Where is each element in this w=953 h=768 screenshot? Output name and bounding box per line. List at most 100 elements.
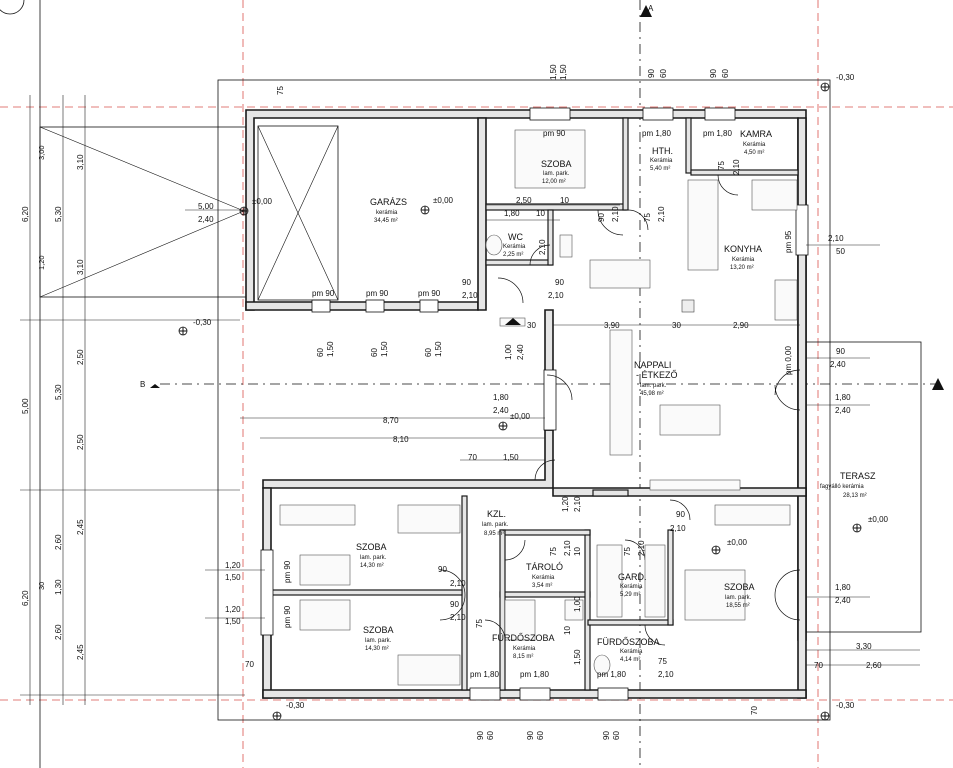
dim-810: 8,10 [393, 435, 409, 444]
door-swing-entrance [546, 374, 573, 401]
dim-int-250: 2,50 [516, 196, 532, 205]
pm-pantry: pm 1,80 [703, 129, 732, 138]
dim-int-210-bed: 2,10 [611, 206, 620, 222]
dim-west-120a: 1,20 [225, 561, 241, 570]
kitchen-sink [751, 179, 798, 211]
room-name-bedroom-w2: SZOBA [363, 625, 394, 635]
pm-kitchen: pm 95 [784, 230, 793, 253]
pm-garage-2: pm 90 [366, 289, 389, 298]
level-se: -0,30 [836, 701, 855, 710]
level-bedroom-e: ±0,00 [727, 538, 748, 547]
dim-hall-100: 1,00 [504, 344, 513, 360]
pm-living: pm 0,00 [784, 346, 793, 375]
garage-south-wall [245, 301, 479, 311]
dim-top-win-4: 60 [659, 69, 668, 78]
hth-west-wall [622, 117, 629, 211]
window-hall-east [543, 369, 557, 431]
pantry-south-wall [690, 169, 799, 176]
dim-int-wc-210: 2,10 [538, 239, 547, 255]
coffee-table [659, 404, 721, 436]
door-swing-bedroom-w2 [439, 594, 466, 621]
bedroom-w-east-wall [461, 495, 468, 691]
dim-left-mid-4: 5,30 [54, 384, 63, 400]
dim-int-10b: 10 [536, 209, 545, 218]
level-garage-entry: ±0,00 [252, 197, 273, 206]
dim-entry-240: 2,40 [493, 406, 509, 415]
dim-int-210-hth: 2,10 [657, 206, 666, 222]
pm-bath2: pm 1,80 [597, 670, 626, 679]
dim-int-90-bed: 90 [597, 213, 606, 222]
bath1-north-wall [499, 591, 591, 598]
window-bedroom-top [529, 107, 571, 121]
storage-north-wall [499, 529, 591, 536]
dim-int-180: 1,80 [504, 209, 520, 218]
dim-left-inner-1: 3,10 [76, 154, 85, 170]
room-area-hall: 8,95 m² [484, 531, 504, 537]
carport-outline [39, 126, 247, 298]
window-bath1-a [469, 687, 501, 701]
dim-kzl-120: 1,20 [561, 496, 570, 512]
roof-eave-outline [217, 79, 831, 721]
room-name-hall: KZL. [487, 509, 506, 519]
dim-bath2-210: 2,10 [658, 670, 674, 679]
window-garage-3 [419, 299, 439, 313]
level-marker-icon [820, 711, 830, 721]
dim-west-120b: 1,20 [225, 605, 241, 614]
door-swing-pantry [717, 174, 739, 196]
dim-top-win-3: 90 [647, 69, 656, 78]
wc-south-wall [485, 259, 553, 266]
dim-bottom-win-1: 90 [476, 731, 485, 740]
room-area-terrace: 28,13 m² [843, 493, 867, 499]
dim-right-210: 2,10 [828, 234, 844, 243]
door-swing-terrace-2 [774, 384, 801, 411]
door-swing-bedroom-e-1 [774, 569, 801, 596]
room-area-bedroom-w2: 14,30 m² [365, 646, 389, 652]
window-kitchen [795, 204, 809, 256]
section-b-marker-right-icon [932, 378, 944, 390]
room-material-bedroom-e: lam. park. [725, 595, 752, 601]
grid-bubble [0, 0, 25, 15]
dim-right-70b: 70 [750, 706, 759, 715]
room-name-living-2: - ÉTKEZŐ [636, 370, 678, 380]
room-area-garage: 34,45 m² [374, 218, 398, 224]
room-name-bedroom-e: SZOBA [724, 582, 755, 592]
carport-diagonal-2 [39, 210, 245, 298]
pm-bath1-a: pm 1,80 [470, 670, 499, 679]
room-name-pantry: KAMRA [740, 129, 772, 139]
dim-70: 70 [468, 453, 477, 462]
dim-right-90: 90 [836, 347, 845, 356]
dim-right-260: 2,60 [866, 661, 882, 670]
window-hth [642, 107, 674, 121]
door-swing-bath2 [644, 624, 666, 646]
shower [564, 599, 584, 621]
level-sw: -0,30 [286, 701, 305, 710]
room-area-wc: 2,25 m² [503, 252, 523, 258]
dim-int-75-pantry: 75 [717, 161, 726, 170]
section-b-marker-left-icon [150, 384, 160, 388]
dim-right-180b: 1,80 [835, 583, 851, 592]
pm-hth: pm 1,80 [642, 129, 671, 138]
dim-bottom-win-4: 60 [536, 731, 545, 740]
pm-bedroom-top: pm 90 [543, 129, 566, 138]
dim-right-240c: 2,40 [835, 596, 851, 605]
dim-right-50: 50 [836, 247, 845, 256]
level-entrance: ±0,00 [510, 412, 531, 421]
toilet-wc [485, 234, 503, 256]
room-material-garage: kerámia [376, 210, 398, 216]
desk-w1 [299, 554, 351, 586]
dim-390: 3,90 [604, 321, 620, 330]
section-a-marker-icon [640, 5, 652, 17]
dim-top-win-5: 90 [709, 69, 718, 78]
door-swing-terrace-1 [774, 369, 801, 396]
dim-storage-10: 10 [573, 547, 582, 556]
wardrobe-w1 [279, 504, 356, 526]
sliding-door-marker [592, 489, 629, 497]
dim-bottom-win-3: 90 [526, 731, 535, 740]
room-area-bedroom-w1: 14,30 m² [360, 563, 384, 569]
door-swing-bedroom [597, 209, 624, 236]
dim-west-150a: 1,50 [225, 573, 241, 582]
room-name-wardrobe: GARD. [618, 572, 647, 582]
room-area-kitchen: 13,20 m² [730, 265, 754, 271]
wc-east-wall [547, 209, 554, 266]
room-area-bath1: 8,15 m² [513, 654, 533, 660]
